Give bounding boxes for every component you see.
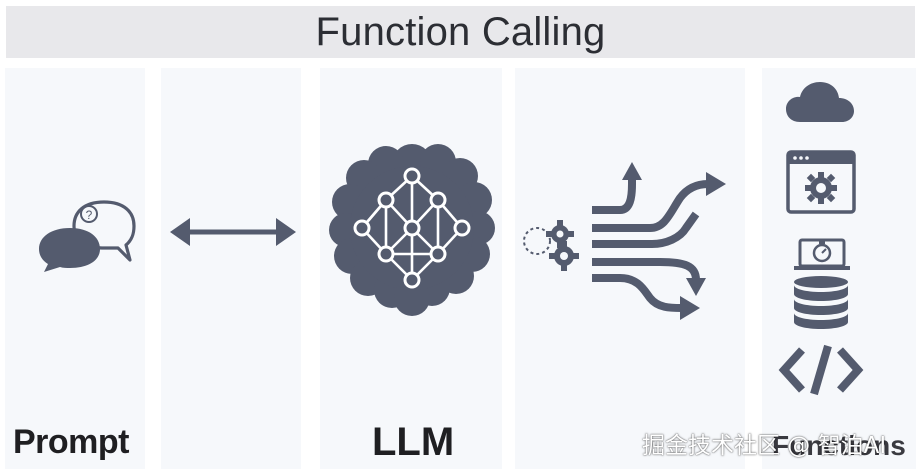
bidirectional-arrow-icon	[170, 218, 296, 246]
gears-branching-arrows-icon	[523, 162, 726, 320]
connector-panel	[161, 68, 301, 469]
database-icon	[794, 276, 848, 329]
web-settings-window-icon	[786, 150, 856, 214]
routing-panel	[515, 68, 745, 469]
svg-text:?: ?	[86, 208, 93, 222]
cloud-icon	[786, 82, 854, 122]
prompt-label: Prompt	[13, 423, 130, 461]
diagram-title: Function Calling	[315, 9, 606, 54]
llm-label: LLM	[372, 420, 455, 464]
chat-bubbles-question-icon: ?	[39, 200, 136, 272]
watermark-text: 掘金技术社区 @ 智泊AI	[642, 433, 887, 459]
brain-neural-network-icon	[329, 144, 495, 316]
prompt-panel	[5, 68, 145, 469]
title-bar: Function Calling	[6, 6, 915, 58]
functions-label: Functions	[772, 430, 906, 461]
laptop-timer-icon	[794, 238, 850, 270]
code-brackets-icon	[778, 344, 864, 396]
